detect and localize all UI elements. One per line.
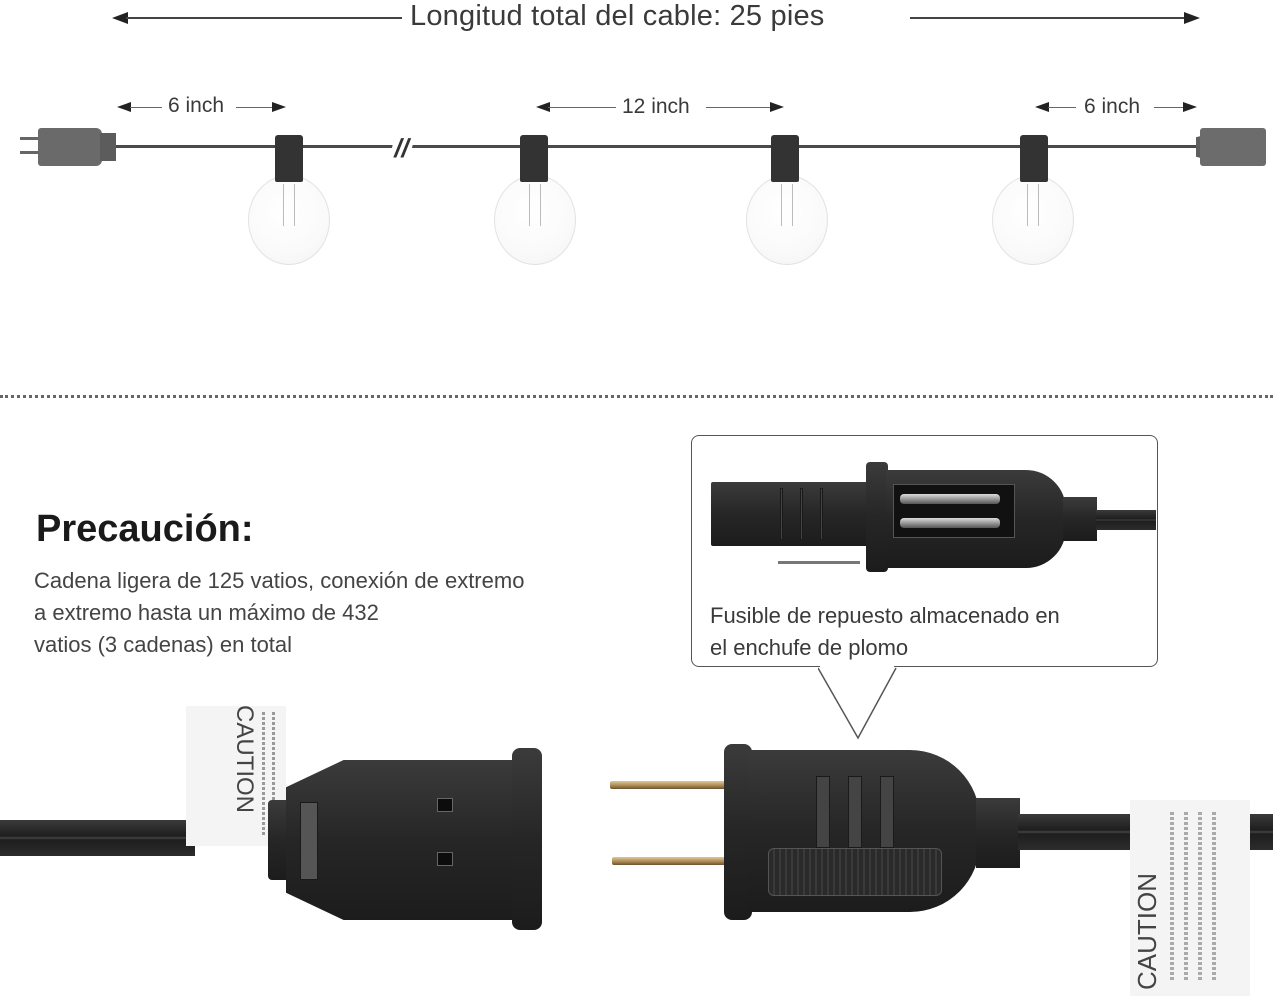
- cord: [0, 820, 195, 856]
- spacing-label: 6 inch: [168, 94, 225, 117]
- dimension-line: [126, 17, 402, 19]
- prong: [612, 857, 734, 865]
- prong: [20, 137, 40, 140]
- outlet-slot: [437, 798, 453, 812]
- rib: [880, 776, 894, 848]
- male-plug-icon: [38, 128, 102, 166]
- caution-tag-text: CAUTION: [231, 705, 258, 813]
- total-length-label: Longitud total del cable: 25 pies: [410, 0, 825, 32]
- dimension-line: [236, 107, 272, 108]
- plug-body: [286, 760, 526, 920]
- callout-line: el enchufe de plomo: [710, 635, 909, 660]
- caution-tag: [1130, 800, 1250, 996]
- dimension-line: [910, 17, 1186, 19]
- bulb-socket: [1020, 135, 1048, 182]
- filament: [283, 184, 295, 226]
- prong: [20, 151, 40, 154]
- callout-tail-icon: [818, 665, 897, 740]
- tag-fine-print: [1212, 812, 1216, 982]
- filament: [529, 184, 541, 226]
- plug-flange: [512, 748, 542, 930]
- tag-fine-print: [1198, 812, 1202, 982]
- caution-line: Cadena ligera de 125 vatios, conexión de…: [34, 568, 525, 593]
- caution-body: Cadena ligera de 125 vatios, conexión de…: [34, 565, 674, 661]
- bulb-icon: [746, 175, 828, 265]
- arrow-left-icon: [536, 102, 550, 112]
- plug-collar: [100, 133, 116, 161]
- plug-collar: [976, 798, 1020, 868]
- dimension-line: [1048, 107, 1076, 108]
- caution-line: vatios (3 cadenas) en total: [34, 632, 293, 657]
- bulb-socket: [771, 135, 799, 182]
- caution-tag-text: CAUTION: [1132, 873, 1162, 990]
- dimension-line: [548, 107, 616, 108]
- bulb-socket: [520, 135, 548, 182]
- plug-flange: [724, 744, 752, 920]
- female-socket-icon: [1200, 128, 1266, 166]
- fuse-icon: [900, 518, 1000, 528]
- bulb-socket: [275, 135, 303, 182]
- embossed-text-panel: [768, 848, 942, 896]
- rib: [780, 488, 783, 540]
- rib: [820, 488, 823, 540]
- plug-flange: [866, 462, 888, 572]
- dimension-line: [130, 107, 162, 108]
- dimension-line: [706, 107, 770, 108]
- rib: [300, 802, 318, 880]
- spacing-label: 6 inch: [1084, 95, 1141, 118]
- bulb-icon: [248, 175, 330, 265]
- outlet-slot: [437, 852, 453, 866]
- callout-text: Fusible de repuesto almacenado en el enc…: [710, 600, 1150, 664]
- tag-fine-print: [272, 712, 275, 837]
- bulb-icon: [992, 175, 1074, 265]
- caution-line: a extremo hasta un máximo de 432: [34, 600, 379, 625]
- rib: [816, 776, 830, 848]
- fuse-compartment: [893, 484, 1015, 538]
- cable-break-mark: //: [389, 133, 416, 163]
- filament: [781, 184, 793, 226]
- arrow-left-icon: [112, 12, 128, 24]
- arrow-right-icon: [1184, 12, 1200, 24]
- bulb-icon: [494, 175, 576, 265]
- prong: [778, 561, 860, 564]
- filament: [1027, 184, 1039, 226]
- prong: [610, 781, 730, 789]
- callout-line: Fusible de repuesto almacenado en: [710, 603, 1060, 628]
- tag-fine-print: [1184, 812, 1188, 982]
- arrow-right-icon: [770, 102, 784, 112]
- arrow-left-icon: [117, 102, 131, 112]
- arrow-right-icon: [272, 102, 286, 112]
- tag-fine-print: [1170, 812, 1174, 982]
- cord: [1096, 510, 1156, 530]
- plug-collar: [1063, 497, 1097, 541]
- arrow-left-icon: [1035, 102, 1049, 112]
- plug-blade: [711, 482, 871, 546]
- spacing-label: 12 inch: [622, 95, 690, 118]
- fuse-icon: [900, 494, 1000, 504]
- caution-title: Precaución:: [36, 508, 254, 550]
- tag-fine-print: [262, 712, 265, 837]
- arrow-right-icon: [1183, 102, 1197, 112]
- cable: [116, 145, 1200, 148]
- rib: [848, 776, 862, 848]
- rib: [800, 488, 803, 540]
- section-divider: [0, 395, 1273, 398]
- dimension-line: [1154, 107, 1184, 108]
